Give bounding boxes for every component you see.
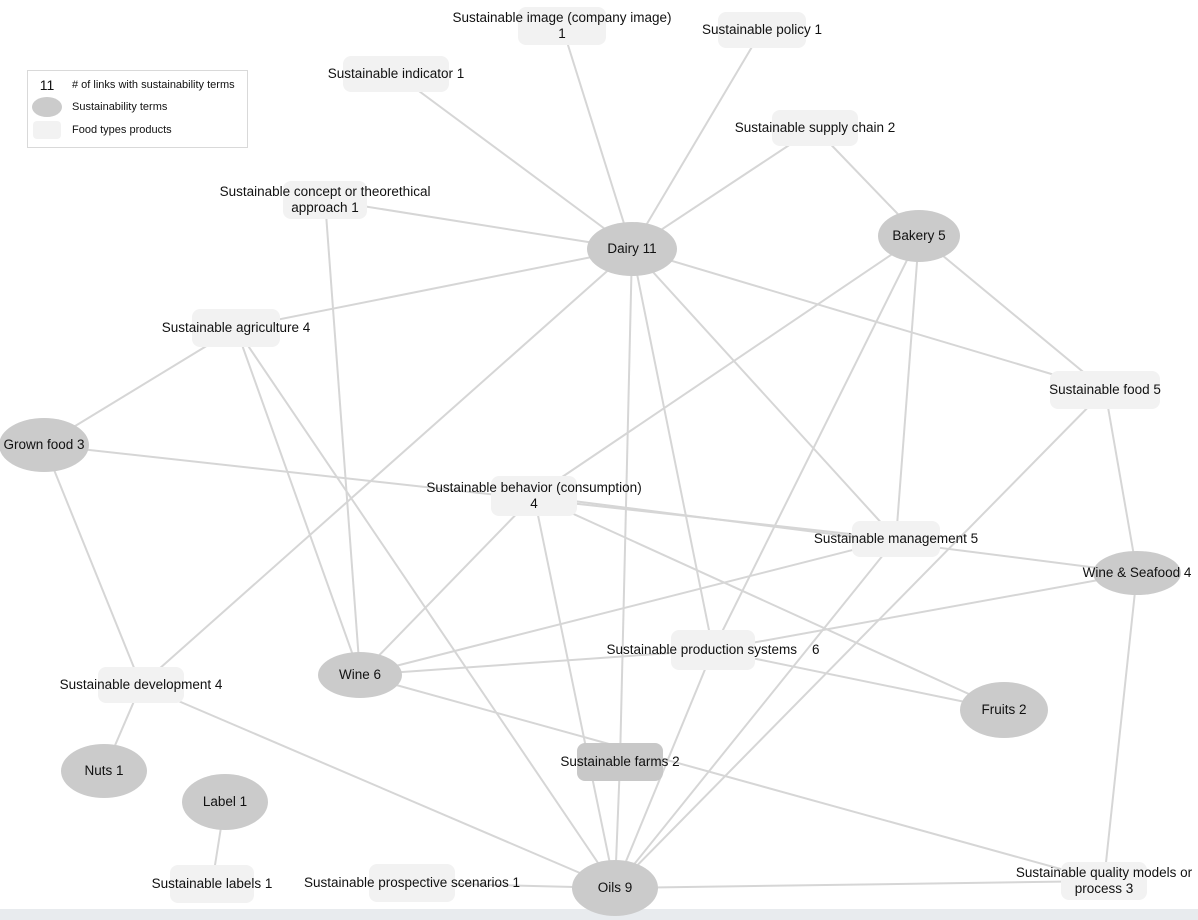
edge-qual-wine (359, 674, 1105, 882)
legend-row-foods: Food types products (32, 121, 243, 139)
edge-policy-dairy (631, 29, 763, 250)
term-node-mgmt: Sustainable management 5 (814, 521, 978, 557)
food-node-fruits: Fruits 2 (960, 682, 1048, 738)
term-node-qual: Sustainable quality models or process 3 (1016, 862, 1192, 900)
node-label-policy: Sustainable policy 1 (701, 22, 823, 37)
food-node-ws: Wine & Seafood 4 (1083, 551, 1191, 595)
node-label-grown: Grown food 3 (3, 437, 85, 452)
term-node-dev: Sustainable development 4 (60, 667, 222, 703)
edge-mgmt-bakery (895, 235, 920, 540)
legend-food-label: Food types products (72, 124, 172, 136)
food-node-nuts: Nuts 1 (61, 744, 147, 798)
term-node-policy: Sustainable policy 1 (702, 12, 822, 48)
node-label-fruits: Fruits 2 (981, 702, 1027, 717)
node-label-labels: Sustainable labels 1 (151, 876, 273, 891)
term-node-concept: Sustainable concept or theorethical appr… (220, 181, 430, 219)
edge-behavior-wine (359, 495, 535, 676)
edge-concept-dairy (324, 199, 633, 250)
term-node-indicator: Sustainable indicator 1 (328, 56, 464, 92)
node-label-concept: Sustainable concept or theorethical appr… (219, 184, 431, 215)
edge-behavior-oils (533, 495, 616, 889)
node-label-bakery: Bakery 5 (892, 228, 946, 243)
edge-qual-ws (1103, 572, 1138, 882)
edge-prod-dairy (631, 248, 714, 651)
food-node-label: Label 1 (182, 774, 268, 830)
edge-prod-wine (359, 649, 714, 676)
food-node-grown: Grown food 3 (0, 418, 89, 472)
edge-behavior-ws (533, 495, 1138, 574)
edge-prod-oils (614, 649, 714, 889)
term-node-food: Sustainable food 5 (1049, 371, 1161, 409)
edge-prod-fruits (712, 649, 1005, 711)
node-label-image: Sustainable image (company image) 1 (452, 10, 672, 41)
food-node-wine: Wine 6 (318, 652, 402, 698)
food-node-bakery: Bakery 5 (878, 210, 960, 262)
sustainability-term-swatch-icon (32, 97, 62, 117)
node-label-behavior: Sustainable behavior (consumption) 4 (426, 480, 642, 511)
node-label-supply: Sustainable supply chain 2 (734, 120, 896, 135)
edge-behavior-fruits (533, 495, 1005, 711)
node-label-oils: Oils 9 (597, 880, 633, 895)
food-type-swatch-icon (32, 121, 62, 139)
node-label-prod: Sustainable production systems 6 (606, 642, 820, 657)
edge-agri-wine (235, 327, 361, 676)
legend-row-count: 11 # of links with sustainability terms (32, 77, 243, 93)
node-label-qual: Sustainable quality models or process 3 (1015, 865, 1193, 896)
term-node-image: Sustainable image (company image) 1 (452, 7, 672, 45)
term-node-scen: Sustainable prospective scenarios 1 (304, 864, 520, 902)
legend-box: 11 # of links with sustainability terms … (27, 70, 248, 148)
edge-farms-dairy (619, 248, 633, 763)
edge-food-ws (1104, 389, 1138, 574)
edge-mgmt-wine (359, 538, 897, 676)
node-label-dev: Sustainable development 4 (59, 677, 223, 692)
food-node-oils: Oils 9 (572, 860, 658, 916)
node-label-ws: Wine & Seafood 4 (1082, 565, 1192, 580)
edge-mgmt-dairy (631, 248, 897, 540)
edge-food-bakery (918, 235, 1106, 391)
edge-food-dairy (631, 248, 1106, 391)
term-node-farms: Sustainable farms 2 (560, 743, 680, 781)
term-node-agri: Sustainable agriculture 4 (162, 309, 310, 347)
edge-dev-dairy (140, 248, 633, 686)
edge-mgmt-oils (614, 538, 897, 889)
term-node-prod: Sustainable production systems 6 (606, 630, 820, 670)
edge-image-dairy (561, 25, 633, 250)
edge-prod-ws (712, 572, 1138, 651)
food-node-dairy: Dairy 11 (587, 222, 677, 276)
edge-concept-wine (324, 199, 361, 676)
edge-indicator-dairy (395, 73, 633, 250)
bottom-strip (0, 909, 1198, 920)
legend-count-symbol: 11 (39, 77, 55, 93)
edge-dev-oils (140, 684, 616, 889)
node-label-agri: Sustainable agriculture 4 (161, 320, 311, 335)
term-node-supply: Sustainable supply chain 2 (735, 110, 895, 146)
node-label-farms: Sustainable farms 2 (560, 754, 680, 769)
legend-count-label: # of links with sustainability terms (72, 79, 235, 91)
node-label-label: Label 1 (202, 794, 248, 809)
edge-prod-bakery (712, 235, 920, 651)
edge-mgmt-grown (43, 444, 897, 540)
node-label-mgmt: Sustainable management 5 (813, 531, 979, 546)
legend-term-label: Sustainability terms (72, 101, 168, 113)
legend-row-terms: Sustainability terms (32, 97, 243, 117)
term-node-behavior: Sustainable behavior (consumption) 4 (426, 476, 642, 516)
edge-dev-grown (43, 444, 142, 686)
edge-behavior-bakery (533, 235, 920, 497)
node-label-nuts: Nuts 1 (84, 763, 124, 778)
term-node-labels: Sustainable labels 1 (152, 865, 272, 903)
node-label-dairy: Dairy 11 (607, 241, 657, 256)
node-label-wine: Wine 6 (338, 667, 382, 682)
node-label-scen: Sustainable prospective scenarios 1 (303, 875, 521, 890)
node-label-indicator: Sustainable indicator 1 (327, 66, 465, 81)
edge-food-oils (614, 389, 1106, 889)
edge-agri-dairy (235, 248, 633, 329)
node-label-food: Sustainable food 5 (1049, 382, 1161, 397)
edge-qual-oils (614, 880, 1105, 889)
